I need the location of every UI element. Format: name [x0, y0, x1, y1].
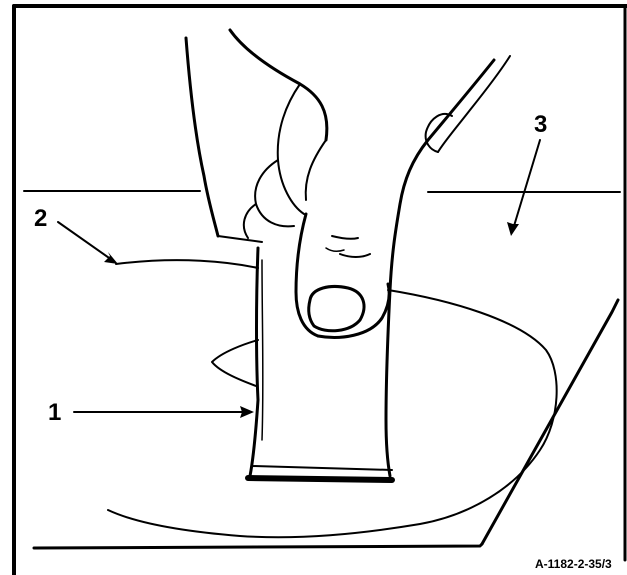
surface-edge-line: [24, 191, 620, 192]
wipe-area-contour: [108, 260, 557, 537]
pad-tab: [212, 340, 258, 386]
callout-3: 3: [507, 111, 547, 236]
callout-1: 1: [48, 399, 254, 426]
callout-2-label: 2: [34, 205, 47, 232]
figure-border: [14, 6, 627, 575]
base-line: [34, 544, 482, 548]
callout-1-label: 1: [48, 399, 61, 426]
hand: [186, 30, 510, 337]
callout-3-label: 3: [534, 111, 547, 138]
panel-diagonal-edge: [482, 300, 618, 544]
figure-code: A-1182-2-35/3: [535, 557, 612, 571]
callout-2: 2: [34, 205, 118, 264]
wiper-pad: [248, 248, 392, 480]
